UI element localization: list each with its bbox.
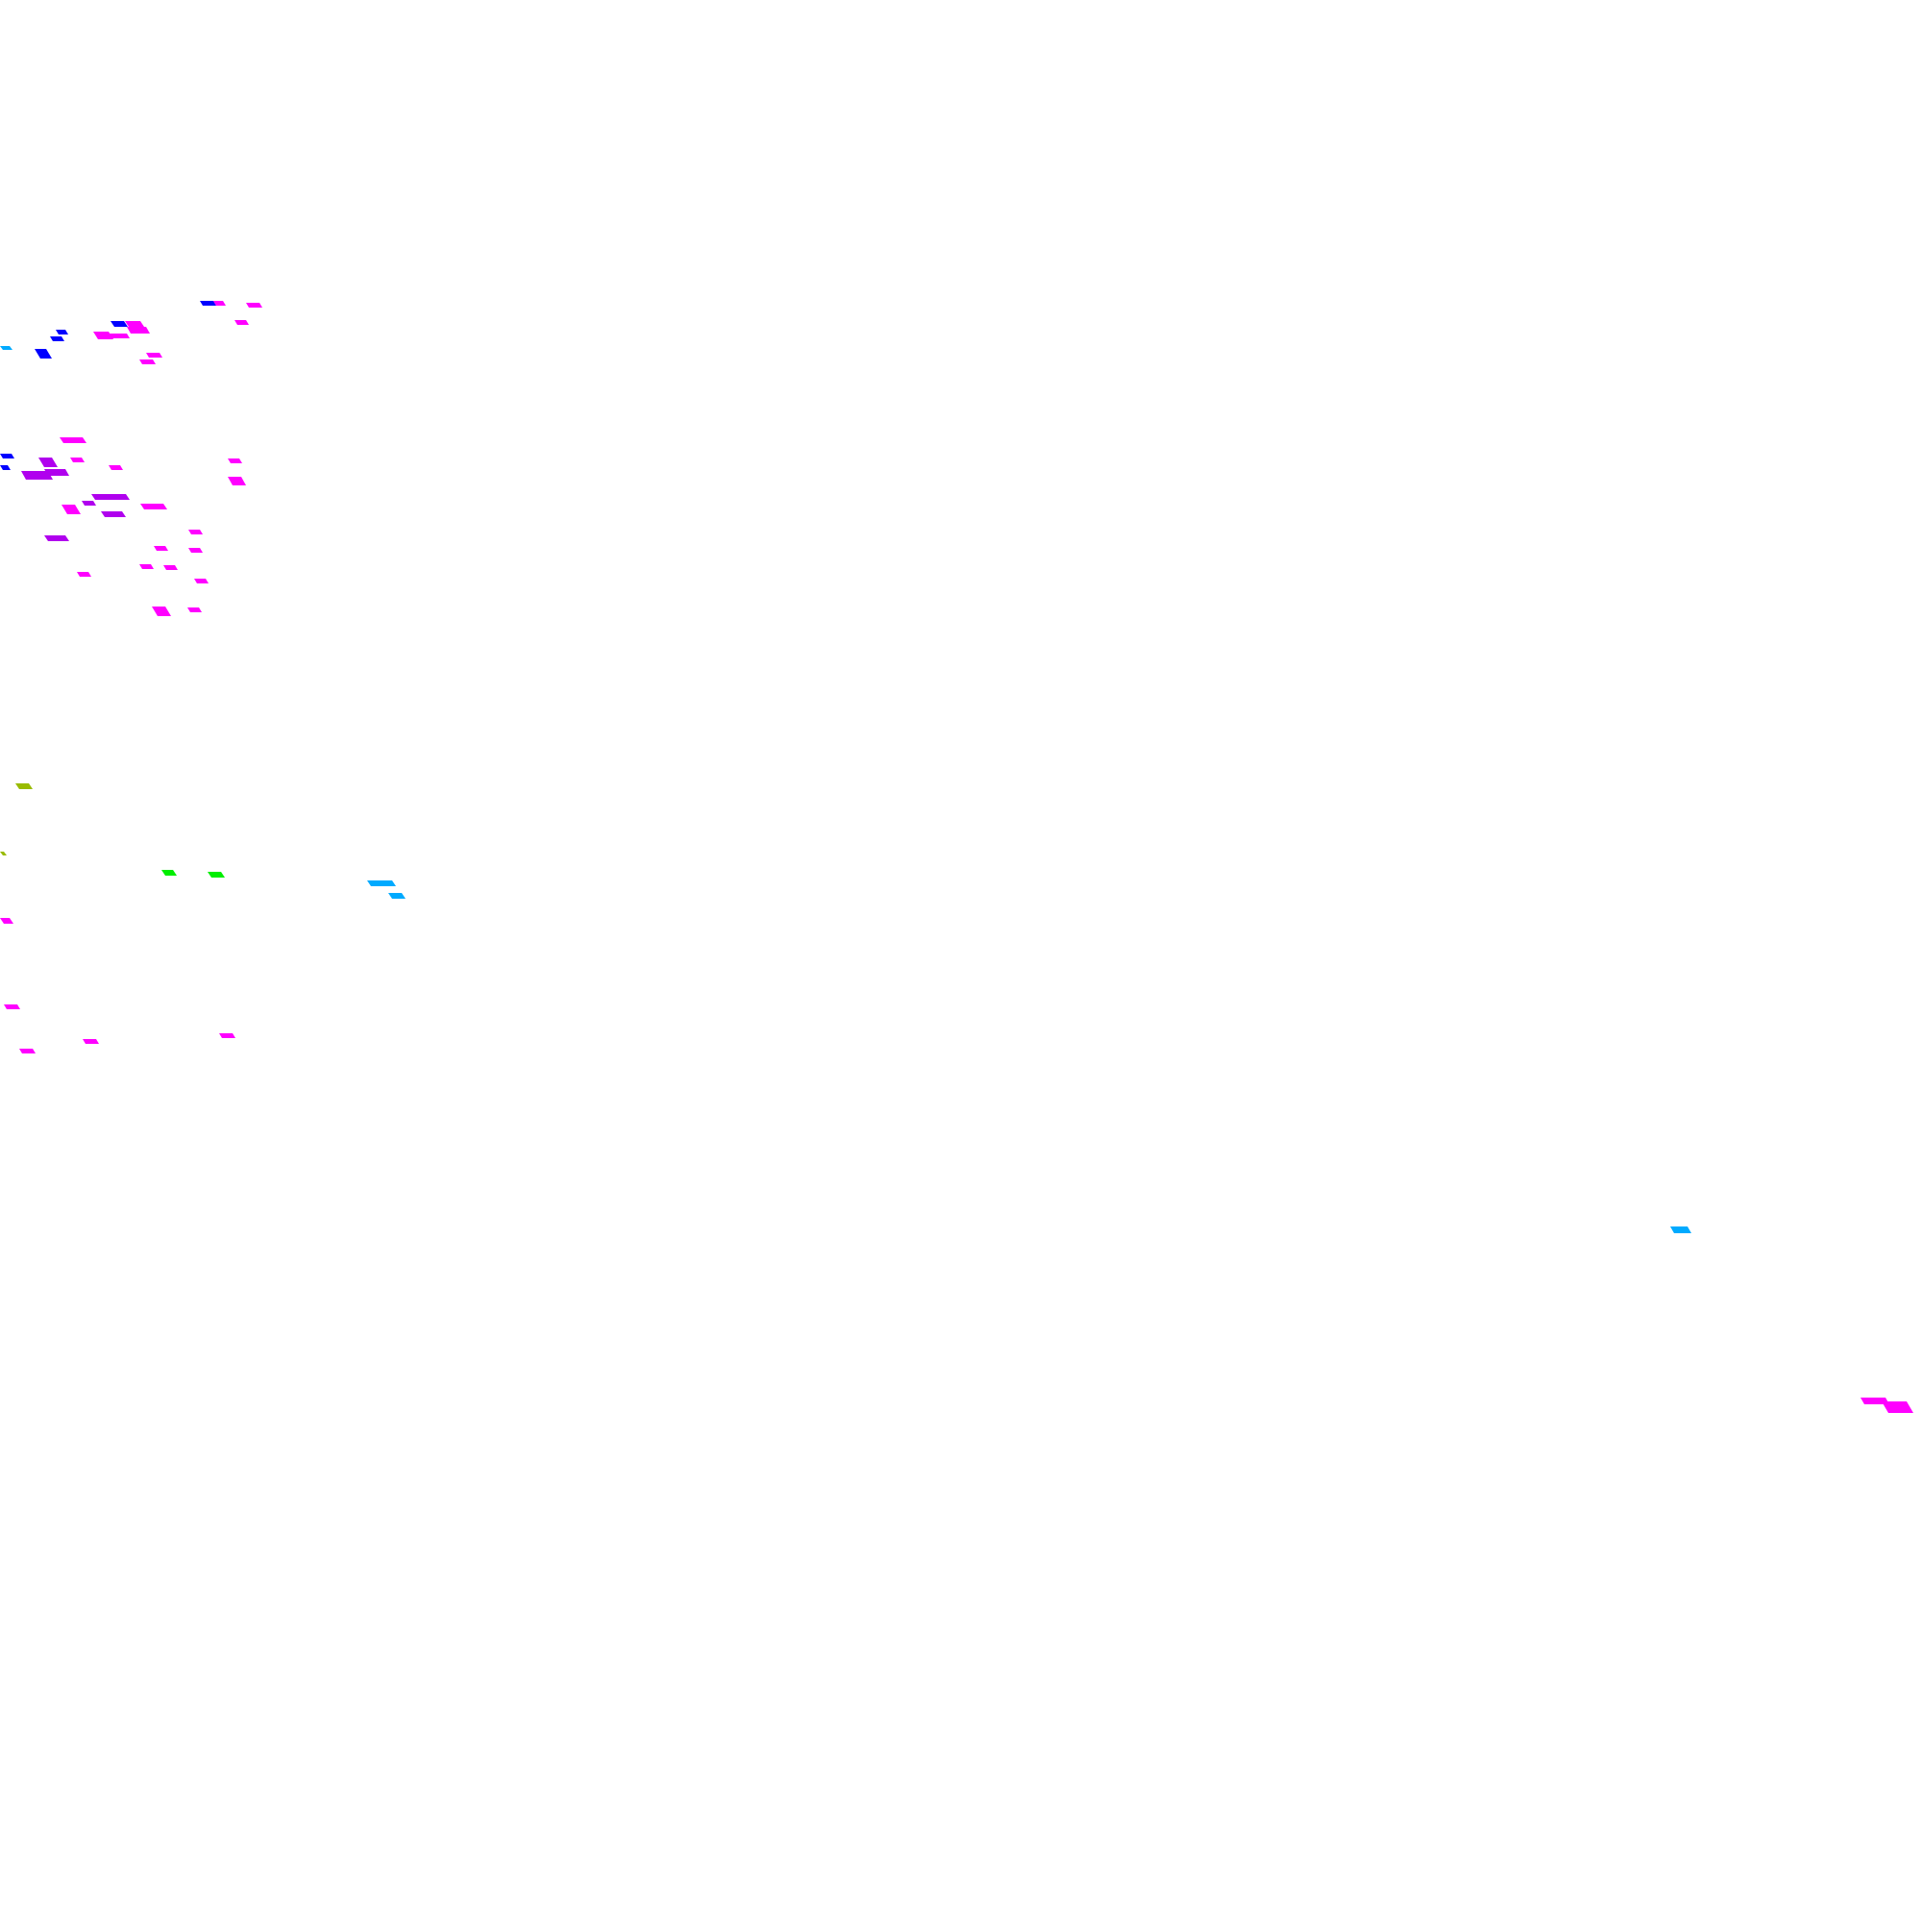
fragment-green xyxy=(208,872,225,878)
fragment-magenta xyxy=(213,301,226,306)
fragment-magenta xyxy=(219,1033,235,1038)
fragment-violet xyxy=(44,469,69,476)
fragment-sky-blue xyxy=(367,880,396,886)
fragment-blue xyxy=(35,349,52,359)
fragment-blue xyxy=(50,336,64,341)
fragment-magenta xyxy=(194,579,209,583)
fragment-magenta xyxy=(152,607,171,616)
fragment-magenta xyxy=(1882,1401,1913,1413)
fragment-green xyxy=(161,870,177,876)
fragment-sky-blue xyxy=(1670,1226,1691,1233)
fragment-violet xyxy=(101,511,126,517)
fragment-magenta xyxy=(127,327,150,334)
fragment-olive xyxy=(0,852,7,855)
fragment-magenta xyxy=(139,359,156,364)
fragment-blue xyxy=(56,330,68,334)
fragment-magenta xyxy=(77,572,91,577)
fragment-violet xyxy=(91,494,130,500)
fragment-magenta xyxy=(154,546,168,551)
fragment-magenta xyxy=(62,505,81,514)
fragment-magenta xyxy=(70,458,85,462)
fragment-magenta xyxy=(1860,1398,1889,1404)
fragment-magenta xyxy=(187,607,202,612)
fragment-magenta xyxy=(234,320,249,325)
fragment-magenta xyxy=(228,477,246,485)
fragment-magenta xyxy=(140,504,167,509)
fragment-magenta xyxy=(83,1039,99,1044)
fragment-blue xyxy=(111,321,128,327)
fragment-olive xyxy=(15,783,33,789)
fragment-magenta xyxy=(228,458,242,463)
fragment-magenta xyxy=(109,465,123,470)
fragment-magenta xyxy=(163,565,178,570)
fragment-magenta xyxy=(188,530,203,534)
fragment-magenta xyxy=(4,1004,20,1009)
fragment-violet xyxy=(82,501,96,506)
fragment-blue xyxy=(0,454,14,458)
fragment-violet xyxy=(38,458,58,467)
fragment-magenta xyxy=(0,918,13,924)
fragment-magenta xyxy=(125,321,144,327)
fragment-violet xyxy=(44,535,69,541)
fragment-sky-blue xyxy=(388,893,406,899)
fragment-magenta xyxy=(246,303,262,308)
fragment-magenta xyxy=(60,437,86,443)
fragment-blue xyxy=(200,301,216,306)
fragment-magenta xyxy=(146,353,162,358)
fragment-magenta xyxy=(108,334,130,338)
fragment-sky-blue xyxy=(0,346,12,350)
fragment-magenta xyxy=(188,548,203,553)
fragments-layer xyxy=(0,301,1913,1413)
fragment-violet xyxy=(21,471,53,480)
fragment-magenta xyxy=(139,564,154,569)
fragment-blue xyxy=(0,465,11,470)
fragment-magenta xyxy=(19,1049,36,1053)
